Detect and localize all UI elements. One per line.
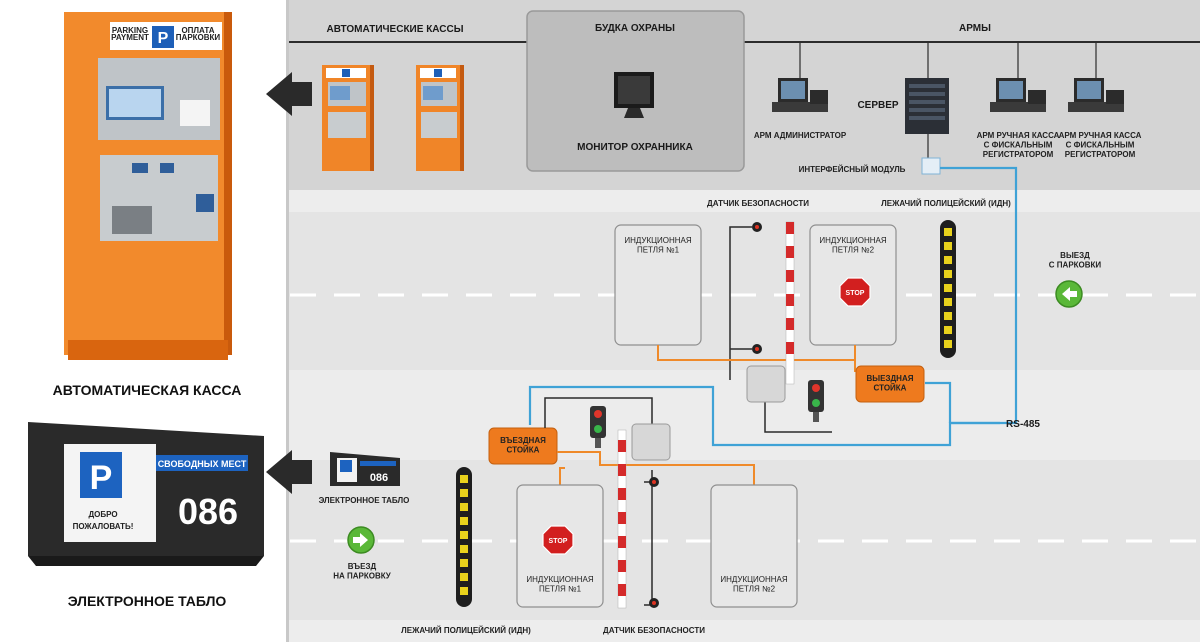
upper-loop-wire: [657, 345, 856, 361]
admin-label: АРМ АДМИНИСТРАТОР: [754, 131, 847, 140]
board-free-label: СВОБОДНЫХ МЕСТ: [158, 459, 247, 469]
guard-booth-label: БУДКА ОХРАНЫ: [595, 23, 675, 34]
led-board-small: 086: [330, 452, 400, 486]
stop-sign-icon: STOP: [839, 277, 871, 307]
pos-terminal-icon: [990, 78, 1046, 112]
interface-module-icon: [921, 157, 941, 175]
traffic-light-icon: [590, 406, 606, 448]
board-caption: ЭЛЕКТРОННОЕ ТАБЛО: [68, 593, 227, 609]
rs485-bus-line: [528, 166, 1018, 447]
arrow-left-icon: [266, 450, 312, 494]
sensor-led: [652, 480, 656, 484]
lower-stop-text: STOP: [549, 538, 568, 545]
lower-speed-bump-label: ЛЕЖАЧИЙ ПОЛИЦЕЙСКИЙ (ИДН): [401, 626, 531, 635]
traffic-light-icon: [808, 380, 824, 422]
monitor-icon: [614, 72, 654, 118]
arrow-left-icon: [266, 72, 312, 116]
kiosk-p-letter: P: [158, 30, 169, 47]
upper-lane: [288, 212, 1200, 370]
sensor-led: [755, 225, 759, 229]
kiosk-small-2: [416, 65, 464, 171]
exit-stand-data-line: [925, 381, 952, 423]
sensor-led: [652, 601, 656, 605]
speed-bump-stripes: [944, 228, 952, 348]
upper-sensor-wire: [729, 226, 752, 380]
server-label: СЕРВЕР: [857, 100, 898, 111]
exit-arrow-icon: [1055, 280, 1083, 308]
kiosk-caption: АВТОМАТИЧЕСКАЯ КАССА: [53, 382, 242, 398]
sidewalk-bottom: [288, 620, 1200, 642]
lower-loop-wire: [559, 467, 565, 485]
median: [288, 370, 1200, 460]
lower-loop-2: [710, 484, 798, 608]
lower-loop-wire: [557, 451, 755, 485]
barrier-stripes: [618, 440, 626, 596]
lower-light-wire: [544, 397, 653, 430]
kiosk-small-1: [322, 65, 374, 171]
lower-board-label: ЭЛЕКТРОННОЕ ТАБЛО: [319, 496, 410, 505]
entry-arrow-icon: [347, 526, 375, 554]
speed-bump-stripes: [460, 475, 468, 595]
sensor-led: [755, 347, 759, 351]
mini-board-count: 086: [370, 472, 388, 484]
server-icon: [905, 78, 949, 134]
upper-speed-bump-label: ЛЕЖАЧИЙ ПОЛИЦЕЙСКИЙ (ИДН): [881, 199, 1011, 208]
left-panel-divider: [286, 0, 289, 642]
board-p-letter: P: [90, 459, 113, 497]
lower-safety-sensor-label: ДАТЧИК БЕЗОПАСНОСТИ: [603, 626, 705, 635]
pos-terminal-icon: [1068, 78, 1124, 112]
upper-stop-text: STOP: [846, 290, 865, 297]
guard-monitor-label: МОНИТОР ОХРАННИКА: [577, 142, 693, 153]
barrier-housing-upper: [746, 365, 786, 403]
kiosks-label: АВТОМАТИЧЕСКИЕ КАССЫ: [326, 24, 463, 35]
exit-stand: [855, 365, 925, 403]
barrier-housing-lower: [631, 423, 671, 461]
entry-stand: [488, 427, 558, 465]
pos-terminal-icon: [772, 78, 828, 112]
upper-safety-sensor-label: ДАТЧИК БЕЗОПАСНОСТИ: [707, 199, 809, 208]
sidewalk-top: [288, 190, 1200, 212]
board-count: 086: [178, 491, 238, 532]
interface-module-label: ИНТЕРФЕЙСНЫЙ МОДУЛЬ: [799, 165, 906, 174]
rs485-label: RS-485: [1006, 419, 1040, 430]
barrier-stripes: [786, 222, 794, 354]
upper-light-wire: [764, 395, 832, 433]
workstations-label: АРМЫ: [959, 23, 991, 34]
stop-sign-icon: STOP: [542, 525, 574, 555]
